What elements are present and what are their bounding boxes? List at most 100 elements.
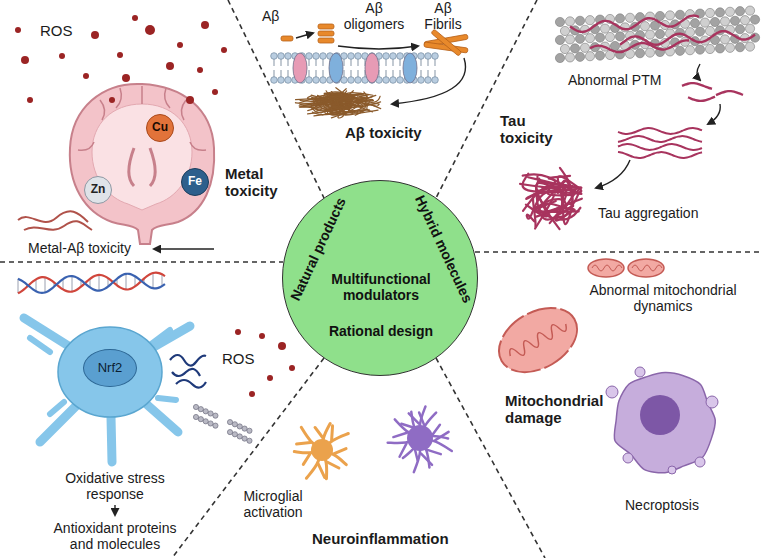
cell-membrane	[383, 77, 390, 84]
amyloid-species	[281, 36, 293, 41]
cell-membrane	[348, 53, 355, 60]
annotation-label: ROS	[222, 350, 255, 367]
cell-membrane	[287, 70, 288, 77]
node-text: Hybrid molecules	[412, 193, 476, 306]
microtubule	[665, 11, 674, 20]
cell-membrane	[425, 53, 432, 60]
cell-membrane	[418, 77, 425, 84]
necroptotic-cell	[706, 396, 718, 408]
astrocyte-cell	[409, 413, 419, 423]
microtubule	[690, 19, 699, 28]
annotation-label: Aβ	[262, 8, 279, 24]
damaged-membrane	[208, 411, 213, 416]
necroptotic-cell	[606, 367, 718, 474]
section-divider	[436, 358, 545, 558]
cell-membrane	[403, 53, 417, 83]
microtubule	[585, 16, 594, 25]
mitochondria-fission	[632, 265, 662, 271]
microtubule	[745, 6, 754, 15]
cell-membrane	[308, 70, 309, 77]
section-divider	[172, 358, 324, 558]
cell-membrane	[322, 59, 323, 66]
mitochondria-fission	[628, 259, 664, 277]
damaged-mitochondrion	[507, 319, 568, 361]
annotation-label: Tau aggregation	[598, 205, 698, 221]
ros-particles	[197, 67, 203, 73]
tau-protein	[570, 16, 755, 53]
cell-membrane	[390, 53, 397, 60]
cell-membrane	[399, 70, 400, 77]
cell-membrane	[399, 59, 400, 66]
cell-membrane	[383, 53, 390, 60]
damaged-membrane	[237, 434, 242, 439]
ros-particles	[201, 21, 209, 29]
astrocyte-cell	[419, 412, 424, 425]
oxidized-protein	[170, 355, 206, 388]
damaged-mitochondrion	[488, 295, 589, 385]
damaged-membrane	[193, 404, 252, 443]
necroptotic-cell	[640, 395, 680, 435]
amyloid-species	[318, 38, 334, 43]
node-text: Zn	[91, 183, 106, 197]
annotation-label: Metal-Aβ toxicity	[28, 240, 131, 256]
cell-membrane	[271, 53, 439, 84]
amyloid-fibril-tangle	[316, 92, 368, 111]
microtubule	[735, 7, 744, 16]
cell-membrane	[434, 59, 435, 66]
microtubule	[635, 49, 644, 58]
mitochondria-fission	[588, 259, 624, 277]
damaged-membrane	[213, 423, 218, 428]
microtubule	[575, 52, 584, 61]
arrow	[296, 33, 313, 38]
microtubule	[740, 16, 749, 25]
ros-particles	[166, 62, 174, 70]
cell-membrane	[365, 53, 379, 83]
cell-membrane	[280, 70, 281, 77]
cell-membrane	[306, 77, 313, 84]
nucleus-ellipse: Nrf2	[83, 349, 137, 387]
microtubule	[715, 8, 724, 17]
cell-membrane	[385, 59, 386, 66]
cell-membrane	[271, 53, 278, 60]
amyloid-species	[318, 24, 334, 29]
damaged-membrane	[198, 407, 203, 412]
cell-membrane	[278, 77, 285, 84]
cell-membrane	[273, 59, 274, 66]
ros-particles	[212, 89, 218, 95]
annotation-label: Abnormal PTM	[568, 72, 661, 88]
cell-membrane	[385, 70, 386, 77]
microtubule	[565, 17, 574, 26]
dna-helix	[36, 279, 37, 291]
brain-illustration	[129, 148, 156, 186]
cell-membrane	[357, 70, 358, 77]
microtubule	[555, 6, 759, 63]
ros-particles	[235, 329, 241, 335]
cell-membrane	[392, 70, 393, 77]
cell-membrane	[392, 59, 393, 66]
ros-particles	[278, 342, 286, 350]
necroptotic-cell	[668, 466, 676, 474]
ros-particles	[145, 25, 155, 35]
microtubule	[655, 29, 664, 38]
phosphorylated-tau	[716, 91, 743, 95]
ros-particles	[117, 52, 123, 58]
arrow	[154, 248, 214, 250]
microtubule	[725, 7, 734, 16]
cell-membrane	[315, 70, 316, 77]
damaged-membrane	[237, 424, 242, 429]
arrow	[596, 160, 630, 188]
microglia-cell	[327, 462, 339, 468]
brain-illustration	[70, 84, 214, 244]
microtubule	[625, 13, 634, 22]
cell-membrane	[343, 70, 344, 77]
tau-filaments	[618, 152, 702, 158]
microglia-cell	[315, 427, 323, 437]
arrow	[708, 104, 720, 124]
cell-membrane	[357, 59, 358, 66]
microtubule	[695, 27, 704, 36]
amyloid-fibril-tangle	[295, 88, 380, 118]
ros-particles	[186, 96, 194, 104]
damaged-membrane	[203, 419, 208, 424]
ros-particles	[249, 391, 255, 397]
ros-particles	[267, 375, 273, 381]
